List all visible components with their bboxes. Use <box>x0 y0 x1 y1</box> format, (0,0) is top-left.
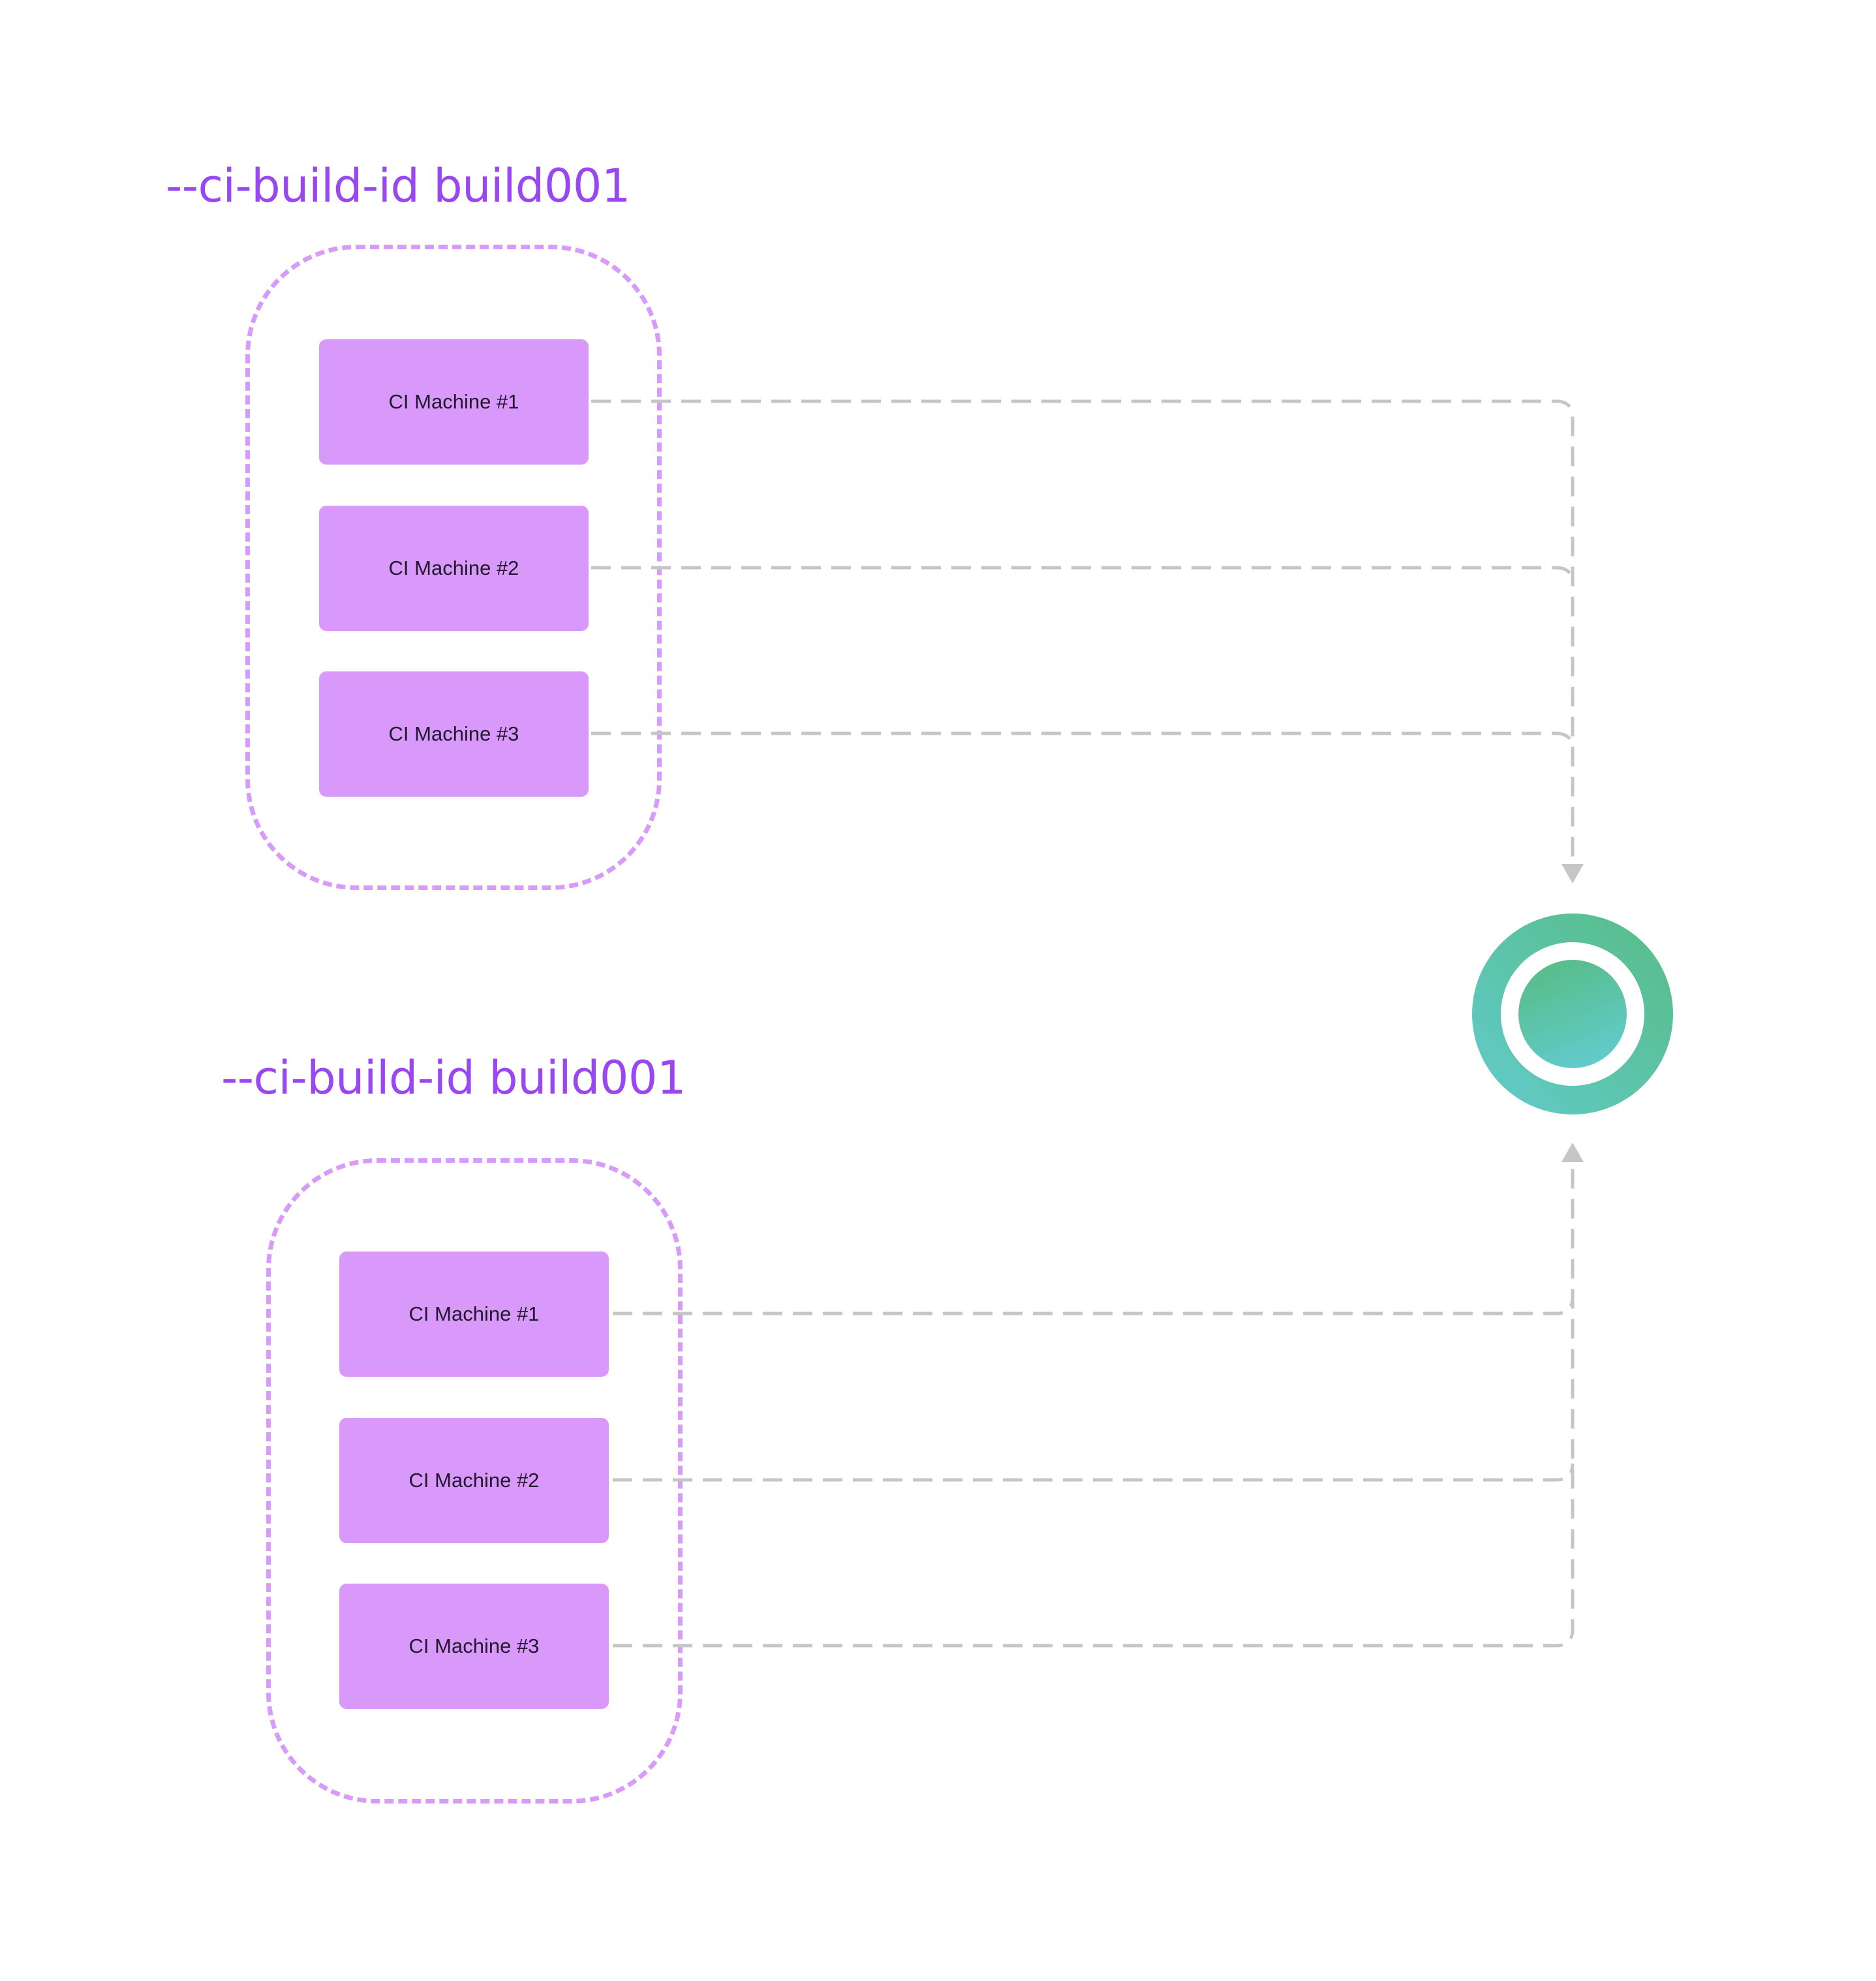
machine-label: CI Machine #2 <box>388 557 519 579</box>
machine-label: CI Machine #3 <box>408 1635 540 1657</box>
group-1-ci-machine-2[interactable]: CI Machine #2 <box>319 506 589 631</box>
machine-label: CI Machine #2 <box>408 1469 540 1492</box>
group-1-ci-machine-3[interactable]: CI Machine #3 <box>319 671 589 797</box>
group-2-ci-machine-2[interactable]: CI Machine #2 <box>339 1418 609 1543</box>
connector-group-1-machine-3 <box>591 731 1575 750</box>
machine-label: CI Machine #3 <box>388 722 519 745</box>
machine-label: CI Machine #1 <box>408 1302 540 1325</box>
connector-group-2-machine-3 <box>613 1161 1575 1648</box>
arrowhead-down <box>1561 864 1584 883</box>
group-1-title: --ci-build-id build001 <box>166 159 630 213</box>
connector-group-1-machine-2 <box>591 566 1575 585</box>
connector-group-1-machine-1 <box>591 399 1575 865</box>
connector-group-2-machine-1 <box>613 1297 1575 1315</box>
sorry-cypress-hub-icon <box>1472 914 1673 1114</box>
group-2-title: --ci-build-id build001 <box>221 1051 686 1105</box>
arrowhead-up <box>1561 1143 1584 1162</box>
group-1-ci-machine-1[interactable]: CI Machine #1 <box>319 339 589 465</box>
machine-label: CI Machine #1 <box>388 390 519 413</box>
group-2-ci-machine-1[interactable]: CI Machine #1 <box>339 1252 609 1377</box>
group-2-ci-machine-3[interactable]: CI Machine #3 <box>339 1584 609 1709</box>
connector-group-2-machine-2 <box>613 1463 1575 1482</box>
